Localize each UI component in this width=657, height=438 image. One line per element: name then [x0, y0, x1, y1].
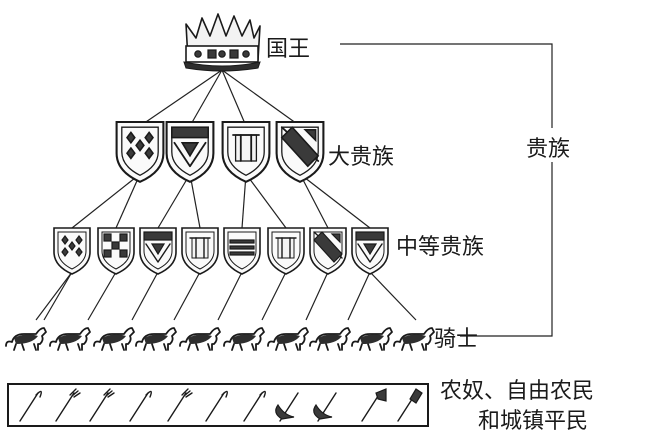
nobility-bracket	[340, 43, 553, 337]
horse-icon	[223, 327, 265, 351]
shield-icon	[139, 227, 177, 275]
horse-icon	[93, 327, 135, 351]
shield-icon	[97, 227, 135, 275]
farm-tool-icon	[275, 392, 299, 422]
connector-line	[139, 69, 223, 127]
farm-tool-icon	[55, 388, 81, 422]
farm-tool-icon	[129, 390, 153, 422]
connector-line	[369, 271, 417, 321]
connector-line	[115, 173, 141, 229]
farm-tool-icon	[205, 390, 229, 422]
horse-icon	[309, 327, 351, 351]
shield-icon	[221, 120, 271, 183]
connector-line	[305, 271, 329, 321]
shield-icon	[267, 227, 305, 275]
shield-icon	[165, 120, 215, 183]
farm-tool-icon	[19, 390, 43, 422]
connector-line	[189, 173, 201, 229]
connector-line	[87, 271, 117, 321]
connector-line	[241, 173, 247, 229]
connector-line	[221, 69, 247, 127]
farm-tool-icon	[167, 388, 193, 422]
commoners-tool-box	[7, 383, 429, 427]
connector-line	[299, 173, 371, 229]
connector-line	[347, 271, 371, 321]
horse-icon	[135, 327, 177, 351]
horse-icon	[267, 327, 309, 351]
farm-tool-icon	[397, 388, 423, 422]
connector-line	[43, 271, 73, 321]
connector-line	[217, 271, 243, 321]
connector-line	[245, 173, 287, 229]
connector-lines	[35, 69, 417, 321]
farm-tool-icon	[313, 392, 337, 422]
middle-noble-shields	[53, 227, 389, 275]
horse-icon	[351, 327, 393, 351]
label-commoners-line1: 农奴、自由农民	[440, 379, 594, 404]
connector-line	[299, 173, 329, 229]
farm-tool-icon	[361, 388, 387, 422]
connector-line	[261, 271, 287, 321]
connector-line	[157, 173, 191, 229]
connector-line	[131, 271, 159, 321]
great-noble-shields	[115, 120, 325, 183]
connector-line	[71, 173, 141, 229]
farm-tools	[19, 388, 423, 422]
shield-icon	[309, 227, 347, 275]
horse-icon	[179, 327, 221, 351]
shield-icon	[181, 227, 219, 275]
shield-icon	[115, 120, 165, 183]
label-king: 国王	[266, 37, 310, 62]
label-great-nobles: 大贵族	[328, 145, 394, 170]
horse-icon	[393, 327, 435, 351]
farm-tool-icon	[243, 390, 267, 422]
label-nobility: 贵族	[526, 137, 570, 162]
shield-icon	[223, 227, 261, 275]
crown-icon	[183, 13, 261, 72]
shield-icon	[53, 227, 91, 275]
connector-line	[189, 69, 223, 127]
connector-line	[173, 271, 201, 321]
horse-icon	[5, 327, 47, 351]
connector-line	[221, 69, 301, 127]
horse-icon	[49, 327, 91, 351]
label-knights: 骑士	[434, 327, 478, 352]
label-middle-nobles: 中等贵族	[396, 235, 484, 260]
shield-icon	[351, 227, 389, 275]
connector-line	[35, 271, 73, 321]
shield-icon	[275, 120, 325, 183]
knight-horses	[5, 327, 435, 351]
farm-tool-icon	[89, 388, 115, 422]
label-commoners-line2: 和城镇平民	[478, 409, 588, 434]
